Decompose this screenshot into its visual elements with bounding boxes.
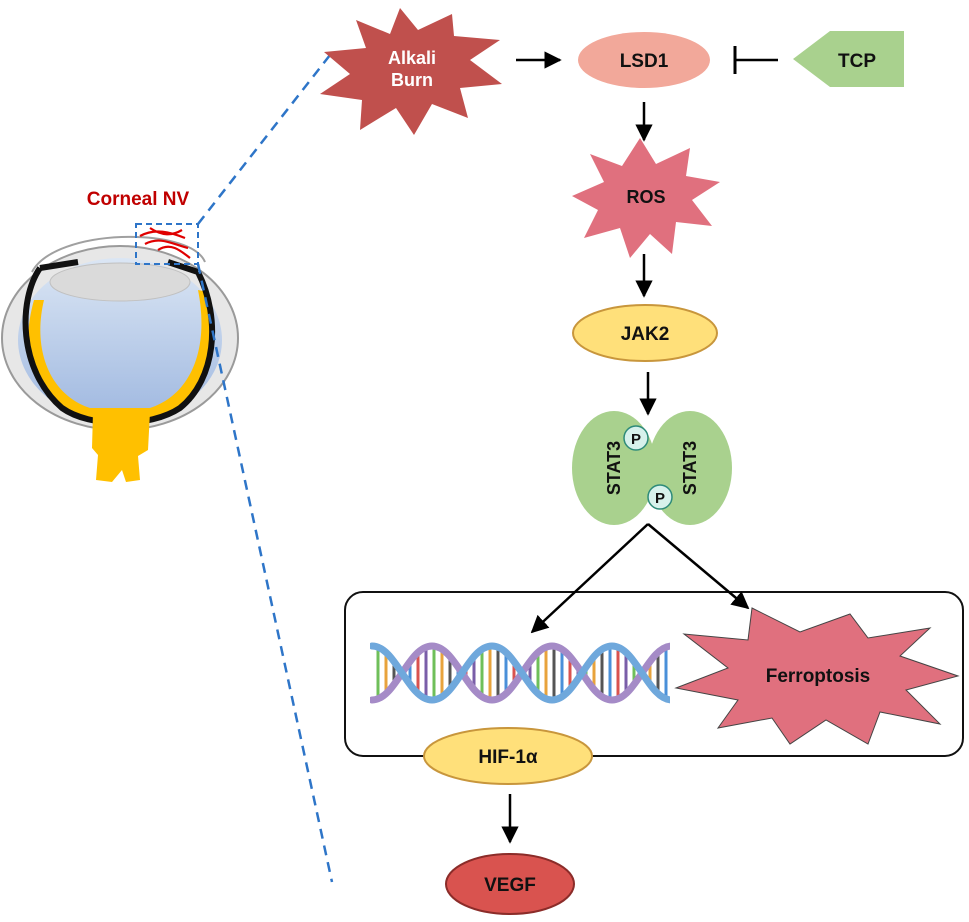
tcp-node: TCP (793, 31, 904, 87)
phospho-bottom-label: P (655, 490, 665, 507)
arrow-stat3-to-dna (530, 523, 649, 634)
phospho-top-label: P (631, 431, 641, 448)
tcp-shape (793, 31, 904, 87)
phospho-bottom-circle (647, 484, 673, 510)
ros-shape (572, 138, 720, 258)
eye-iris (39, 259, 199, 275)
hif1a-label: HIF-1α (478, 747, 538, 768)
arrow-stat3-to-ferroptosis (647, 523, 750, 610)
nucleus-box (344, 591, 964, 757)
vegf-shape (445, 853, 575, 915)
ferroptosis-label: Ferroptosis (766, 666, 871, 687)
eye-cornea (31, 235, 206, 273)
alkali-burn-label-line2: Burn (391, 70, 433, 90)
hif1a-node: HIF-1α (423, 727, 593, 785)
vegf-node: VEGF (445, 853, 575, 915)
corneal-nv-label: Corneal NV (87, 189, 190, 210)
ros-label: ROS (626, 187, 665, 207)
corneal-highlight-box (135, 223, 199, 265)
phospho-top-circle (623, 425, 649, 451)
eye-illustration: Corneal NV (1, 189, 239, 482)
stat3-right-label: STAT3 (680, 441, 700, 495)
zoom-line-bottom (196, 263, 334, 883)
jak2-node: JAK2 (572, 304, 718, 362)
vegf-label: VEGF (484, 875, 536, 896)
hif1a-shape (423, 727, 593, 785)
tcp-label: TCP (838, 51, 876, 72)
jak2-label: JAK2 (621, 324, 670, 345)
lsd1-node: LSD1 (578, 32, 710, 88)
ferroptosis-shape (674, 607, 960, 745)
corneal-vessels-icon (139, 227, 191, 259)
eye-vitreous (18, 258, 222, 422)
stat3-left-label: STAT3 (604, 441, 624, 495)
jak2-shape (572, 304, 718, 362)
lsd1-shape (578, 32, 710, 88)
eye-lens (49, 262, 191, 302)
alkali-burn-shape (320, 8, 502, 135)
alkali-burn-node: Alkali Burn (320, 8, 502, 135)
dna-strand-blue (370, 642, 670, 704)
dna-helix-icon (370, 642, 670, 704)
lsd1-label: LSD1 (620, 51, 669, 72)
alkali-burn-label-line1: Alkali (388, 48, 436, 68)
stat3-dimer: STAT3 STAT3 P P (572, 411, 732, 525)
ferroptosis-node: Ferroptosis (674, 607, 960, 745)
zoom-line-top (197, 54, 331, 225)
optic-nerve (92, 412, 150, 482)
ros-node: ROS (572, 138, 720, 258)
